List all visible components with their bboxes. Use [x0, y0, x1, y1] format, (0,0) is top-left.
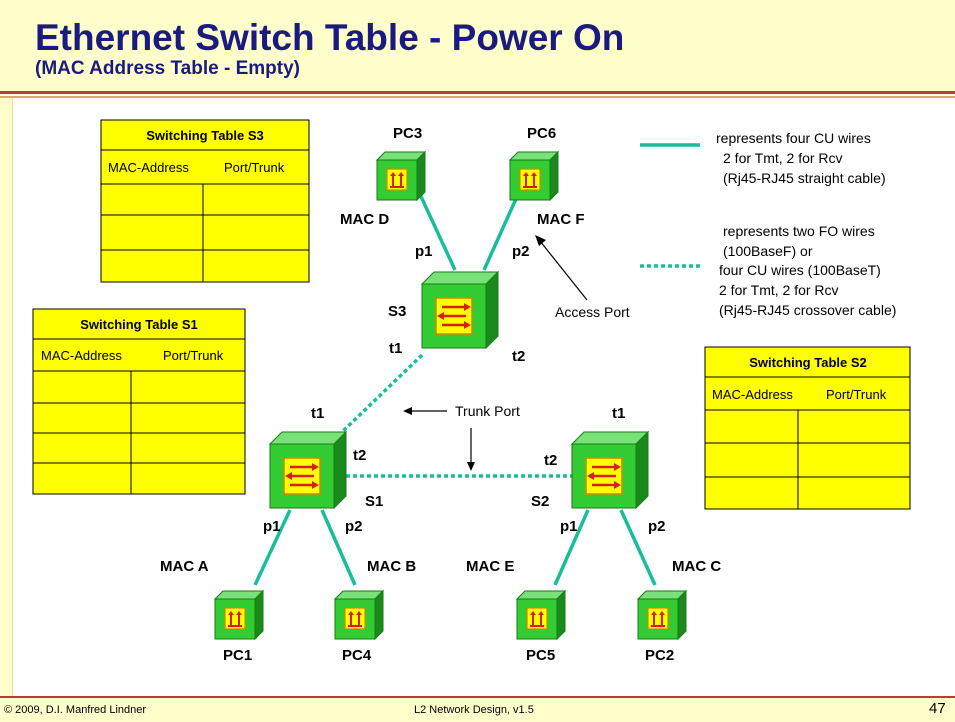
- table-s3-col-mac: MAC-Address: [108, 160, 189, 175]
- legend-solid-line-2: 2 for Tmt, 2 for Rcv: [723, 150, 843, 166]
- mac-c-label: MAC C: [672, 558, 721, 575]
- s3-port-p1: p1: [415, 243, 433, 260]
- legend-dotted-line-4: 2 for Tmt, 2 for Rcv: [719, 282, 839, 298]
- trunk-port-arrow-down: [467, 428, 475, 471]
- switch-s1-label: S1: [365, 493, 383, 510]
- page-number: 47: [929, 700, 946, 717]
- table-s2-col-mac: MAC-Address: [712, 387, 793, 402]
- legend-solid-text: represents four CU wires 2 for Tmt, 2 fo…: [716, 130, 886, 186]
- slide-subtitle: (MAC Address Table - Empty): [35, 58, 300, 79]
- pc5-icon: [516, 590, 566, 640]
- pc2-icon: [637, 590, 687, 640]
- footer-band: [0, 698, 955, 722]
- switch-s3-label: S3: [388, 303, 406, 320]
- s2-port-p2: p2: [648, 518, 666, 535]
- legend-dotted-line-3: four CU wires (100BaseT): [719, 262, 881, 278]
- legend-solid-line-1: represents four CU wires: [716, 130, 871, 146]
- trunk-port-arrow-left: [403, 407, 447, 415]
- mac-d-label: MAC D: [340, 211, 389, 228]
- pc2-label: PC2: [645, 647, 674, 664]
- pc6-label: PC6: [527, 125, 556, 142]
- table-s1-col-mac: MAC-Address: [41, 348, 122, 363]
- switch-s1-icon: [268, 430, 348, 510]
- switching-table-s1: Switching Table S1 MAC-Address Port/Trun…: [32, 308, 246, 495]
- pc4-icon: [334, 590, 384, 640]
- legend-dotted-line-1: represents two FO wires: [723, 223, 875, 239]
- s1-port-p1: p1: [263, 518, 281, 535]
- pc5-label: PC5: [526, 647, 555, 664]
- mac-a-label: MAC A: [160, 558, 209, 575]
- header-divider: [0, 91, 955, 94]
- legend-dotted-line-2: (100BaseF) or: [723, 243, 813, 259]
- table-s1-col-port: Port/Trunk: [163, 348, 224, 363]
- switching-table-s3: Switching Table S3 MAC-Address Port/Trun…: [100, 119, 310, 283]
- switch-s2-label: S2: [531, 493, 549, 510]
- s2-port-t1: t1: [612, 405, 625, 422]
- s1-port-p2: p2: [345, 518, 363, 535]
- access-port-arrow: [535, 235, 588, 301]
- pc1-label: PC1: [223, 647, 252, 664]
- legend-dotted-text: represents two FO wires (100BaseF) or fo…: [719, 223, 896, 318]
- table-s3-col-port: Port/Trunk: [224, 160, 285, 175]
- pc3-icon: [376, 151, 426, 201]
- trunk-port-label: Trunk Port: [455, 403, 520, 419]
- table-s1-title: Switching Table S1: [80, 317, 198, 332]
- pc3-label: PC3: [393, 125, 422, 142]
- switch-s2-icon: [570, 430, 650, 510]
- mac-f-label: MAC F: [537, 211, 585, 228]
- footer-divider: [0, 696, 955, 698]
- legend-solid-line-3: (Rj45-RJ45 straight cable): [723, 170, 886, 186]
- pc4-label: PC4: [342, 647, 372, 664]
- slide-title: Ethernet Switch Table - Power On: [35, 17, 625, 58]
- pc6-icon: [509, 151, 559, 201]
- access-port-label: Access Port: [555, 304, 630, 320]
- switch-s3-icon: [420, 270, 500, 350]
- footer-doc-title: L2 Network Design, v1.5: [414, 704, 534, 716]
- pc1-icon: [214, 590, 264, 640]
- legend-dotted-line-5: (Rj45-RJ45 crossover cable): [719, 302, 896, 318]
- s2-port-t2: t2: [544, 452, 557, 469]
- table-s3-title: Switching Table S3: [146, 128, 264, 143]
- s2-port-p1: p1: [560, 518, 578, 535]
- table-s2-title: Switching Table S2: [749, 355, 867, 370]
- s3-port-t2: t2: [512, 348, 525, 365]
- left-margin-bar: [0, 98, 13, 696]
- mac-b-label: MAC B: [367, 558, 416, 575]
- s3-port-p2: p2: [512, 243, 530, 260]
- table-s2-col-port: Port/Trunk: [826, 387, 887, 402]
- access-links: [253, 189, 657, 586]
- trunk-links: [340, 353, 572, 478]
- s3-port-t1: t1: [389, 340, 402, 357]
- header-band: [0, 0, 955, 93]
- s1-port-t1: t1: [311, 405, 324, 422]
- header-divider-shadow: [0, 96, 955, 98]
- mac-e-label: MAC E: [466, 558, 514, 575]
- footer-copyright: © 2009, D.I. Manfred Lindner: [4, 704, 147, 716]
- s1-port-t2: t2: [353, 447, 366, 464]
- switching-table-s2: Switching Table S2 MAC-Address Port/Trun…: [704, 346, 911, 510]
